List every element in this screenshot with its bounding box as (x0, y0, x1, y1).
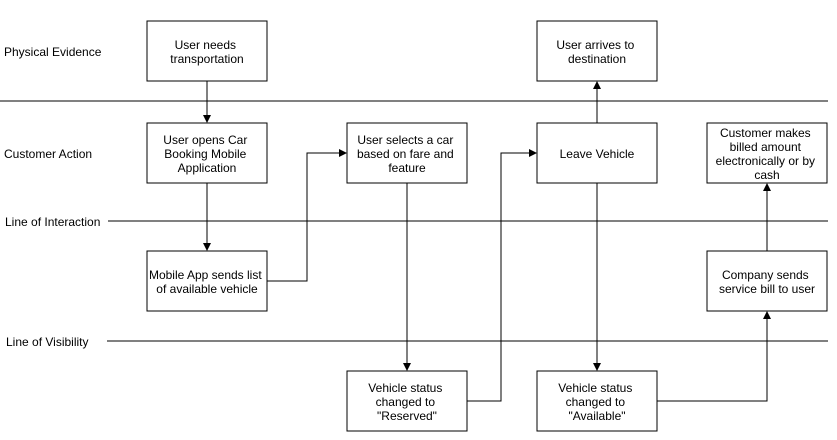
connector-reserved-to-leave (467, 149, 537, 402)
node-text-line: Customer makes (720, 126, 811, 140)
svg-text:User selects a car based: User selects a car based on fare and fea… (357, 133, 457, 175)
node-text-line: Company sends (722, 268, 809, 282)
svg-text:Customer makes billed am: Customer makes billed amount electronica… (716, 126, 819, 182)
lane-label-line-of-visibility: Line of Visibility (6, 335, 89, 349)
node-text-line: Mobile App sends list (149, 268, 262, 282)
node-text-line: billed amount (730, 140, 802, 154)
svg-text:User arrives to destinat: User arrives to destination (556, 38, 637, 66)
box-app-sends-list: Mobile App sends list of available vehic… (146, 250, 268, 312)
box-company-sends-bill: Company sends service bill to user (706, 250, 828, 312)
node-text-line: transportation (170, 52, 243, 66)
node-text-line: Vehicle status (558, 381, 632, 395)
node-text-line: of available vehicle (156, 282, 258, 296)
box-user-arrives: User arrives to destination (536, 20, 658, 82)
box-leave-vehicle: Leave Vehicle (536, 122, 658, 184)
svg-text:Vehicle status changed t: Vehicle status changed to "Reserved" (368, 381, 445, 423)
node-text-line: electronically or by (716, 154, 815, 168)
svg-text:User opens Car Booking M: User opens Car Booking Mobile Applicatio… (163, 133, 250, 175)
lane-label-line-of-interaction: Line of Interaction (5, 215, 100, 229)
node-text-line: service bill to user (719, 282, 815, 296)
node-text-line: "Reserved" (377, 409, 437, 423)
node-text-line: Application (178, 161, 237, 175)
connector-available-to-bill (657, 311, 771, 402)
box-user-opens-app: User opens Car Booking Mobile Applicatio… (146, 122, 268, 184)
node-text-line: destination (568, 52, 626, 66)
node-text-line: Booking Mobile (164, 147, 246, 161)
box-status-available: Vehicle status changed to "Available" (536, 370, 658, 432)
svg-text:Vehicle status changed t: Vehicle status changed to "Available" (558, 381, 635, 423)
node-text-line: "Available" (569, 409, 626, 423)
node-text-line: changed to (376, 395, 436, 409)
lane-label-customer-action: Customer Action (4, 147, 92, 161)
box-user-needs-transportation: User needs transportation (146, 20, 268, 82)
connector-app-list-to-select (267, 149, 347, 282)
svg-text:Mobile App sends list of: Mobile App sends list of available vehic… (149, 268, 265, 296)
node-text-line: based on fare and (357, 147, 454, 161)
node-text-line: changed to (566, 395, 626, 409)
node-text-line: User arrives to (556, 38, 634, 52)
box-customer-pays: Customer makes billed amount electronica… (706, 122, 828, 184)
node-text-line: User selects a car (357, 133, 453, 147)
node-text-line: User needs (175, 38, 236, 52)
node-text-line: Vehicle status (368, 381, 442, 395)
box-user-selects-car: User selects a car based on fare and fea… (346, 122, 468, 184)
node-text-line: feature (388, 161, 426, 175)
svg-text:User needs transportatio: User needs transportation (170, 38, 243, 66)
node-text-line: Leave Vehicle (560, 147, 635, 161)
svg-text:Leave Vehicle: Leave Vehicle (560, 147, 635, 161)
svg-text:Company sends service bi: Company sends service bill to user (719, 268, 815, 296)
box-status-reserved: Vehicle status changed to "Reserved" (346, 370, 468, 432)
node-text-line: User opens Car (163, 133, 247, 147)
lane-label-physical-evidence: Physical Evidence (4, 45, 102, 59)
node-text-line: cash (754, 168, 779, 182)
